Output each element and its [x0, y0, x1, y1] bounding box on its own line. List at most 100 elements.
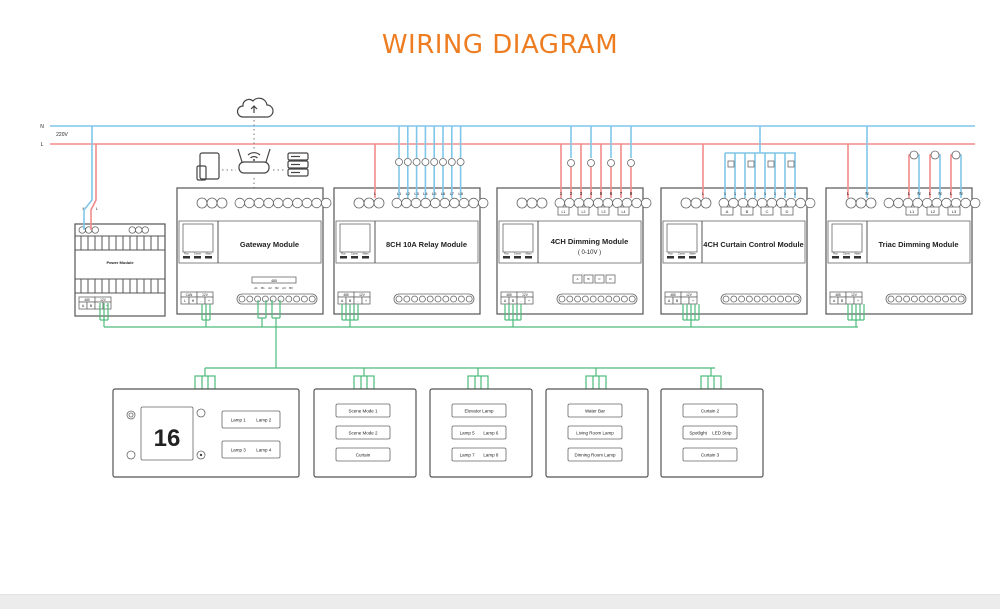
panel-button	[221, 410, 281, 429]
terminal-label: L	[847, 191, 850, 196]
channel-box	[926, 206, 940, 216]
channel-label: L1	[562, 210, 566, 214]
channel-label: D	[786, 209, 789, 214]
port-pin-label: B3	[289, 286, 293, 290]
connector-header: 12V	[851, 293, 858, 297]
terminal-block	[680, 197, 712, 209]
terminal-label: L	[702, 191, 705, 196]
connector-header: 485	[343, 293, 349, 297]
module-name: 4CH Dimming Module	[551, 237, 629, 246]
connector-pin	[688, 296, 698, 305]
button-label: Curtain 2	[701, 409, 720, 414]
channel-label: L4	[622, 210, 626, 214]
dim-channel-label: B	[587, 277, 589, 281]
led-run-label: Run	[668, 253, 673, 256]
panel-connector	[585, 375, 607, 390]
terminal-label: L8	[458, 191, 463, 196]
router-icon	[237, 148, 271, 174]
connector-header: 12V	[100, 298, 107, 302]
led-alarm	[689, 256, 696, 259]
lamp-icon	[439, 158, 447, 166]
led-alarm	[525, 256, 532, 259]
connector-header: 12V	[359, 293, 366, 297]
port-label: 485	[271, 279, 277, 283]
connector-header: 12V	[522, 293, 529, 297]
terminal-block	[516, 197, 548, 209]
connector-pin-label: A	[833, 299, 836, 303]
button-label: Lamp 4	[256, 448, 272, 453]
dim-channel-label: C	[598, 277, 601, 281]
module-name: Gateway Module	[240, 240, 299, 249]
terminal-label: L5	[432, 191, 437, 196]
lamp-icon	[607, 159, 615, 167]
motor-icon	[727, 160, 735, 168]
terminal-label: L	[908, 191, 911, 196]
led-comm-label: Comm	[514, 253, 521, 256]
connector-pin-label: B	[841, 299, 844, 303]
dim-channel-box	[583, 274, 594, 284]
connector-pin	[204, 296, 214, 305]
terminal-label: L	[929, 191, 932, 196]
module-subname: ( 0-10V )	[578, 250, 601, 256]
terminal-label: 1	[724, 191, 727, 196]
panel-button	[567, 425, 623, 440]
connector-pin-label: A	[668, 299, 671, 303]
button-label: Elevator Lamp	[464, 409, 494, 414]
terminal-label: 5	[600, 191, 603, 196]
led-run-label: Run	[341, 253, 346, 256]
led-run	[667, 256, 674, 259]
lamp-icon	[627, 159, 635, 167]
connector-header: 485	[670, 293, 676, 297]
lamp-icon	[395, 158, 403, 166]
connector-pin-label: +	[857, 299, 859, 303]
panel-button	[682, 425, 738, 440]
terminal-label: L	[950, 191, 953, 196]
led-comm-label: Comm	[843, 253, 850, 256]
led-comm-label: Comm	[678, 253, 685, 256]
channel-box	[740, 206, 754, 216]
led-alarm-label: Alarm	[689, 253, 695, 256]
channel-label: L3	[602, 210, 606, 214]
terminal-label: N	[865, 191, 868, 196]
led-comm-label: Comm	[194, 253, 201, 256]
lamp-icon	[421, 158, 430, 166]
panel-button	[335, 425, 391, 440]
lamp-icon	[430, 158, 439, 166]
panel-button	[451, 403, 507, 418]
connector-pin-label: A	[82, 304, 85, 308]
terminal-block	[718, 197, 816, 209]
panel-connector	[194, 375, 216, 390]
lamp-icon	[567, 159, 575, 167]
panel-button	[221, 440, 281, 459]
rs485-bus	[99, 300, 865, 390]
port-pin-label: B1	[261, 286, 265, 290]
button-label: LED Strip	[712, 431, 732, 436]
terminal-label: N	[83, 206, 86, 211]
lamp-icon	[412, 158, 421, 166]
connector-header: 485	[84, 298, 90, 302]
connector-pin-label: +	[528, 299, 530, 303]
led-run-label: Run	[184, 253, 189, 256]
panel-button	[682, 447, 738, 462]
dim-channel-box	[572, 274, 583, 284]
terminal-label: 1	[794, 191, 797, 196]
channel-box	[617, 206, 630, 216]
terminal-label: L7	[450, 191, 455, 196]
button-label: Dinning Room Lamp	[574, 453, 616, 458]
button-label: Lamp 1	[231, 418, 247, 423]
led-run-label: Run	[833, 253, 838, 256]
channel-box	[720, 206, 734, 216]
minus-icon	[126, 450, 136, 460]
dim-channel-box	[594, 274, 605, 284]
connector-pin-label: -	[357, 299, 359, 303]
connector-pin-label: B	[676, 299, 679, 303]
button-label: Lamp 5	[460, 431, 476, 436]
channel-box	[760, 206, 774, 216]
module-name: Triac Dimming Module	[878, 240, 958, 249]
